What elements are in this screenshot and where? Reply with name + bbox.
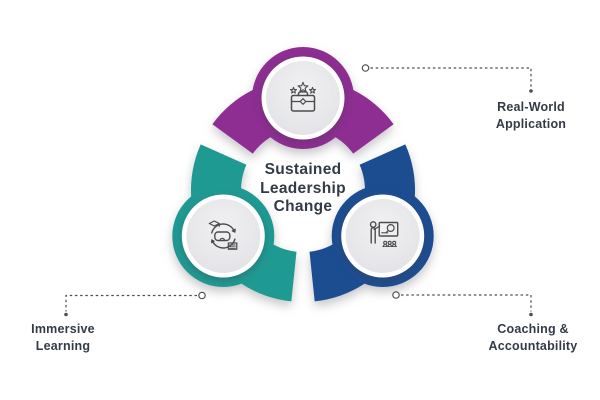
connector-end-dot: [529, 312, 533, 317]
center-title: Sustained Leadership Change: [260, 161, 346, 215]
magnifier-handle: [385, 229, 390, 233]
label-coaching-accountability: Coaching & Accountability: [488, 322, 578, 353]
briefcase-body: [290, 94, 316, 112]
star-center-icon: [297, 81, 309, 93]
connector-start-circle: [392, 291, 400, 299]
node-left-disc: [186, 199, 261, 273]
connector-start-circle: [361, 64, 370, 72]
graduation-cap-icon: [208, 220, 220, 227]
briefcase-stars-icon: [289, 81, 317, 112]
presenter-arm: [373, 225, 381, 231]
connector-end-dot: [529, 89, 533, 93]
magnifier-icon: [386, 224, 395, 233]
label-real-world-application: Real-World Application: [495, 100, 567, 131]
vr-goggles-nose-notch: [219, 237, 226, 242]
cycle-arrowhead-left: [211, 239, 215, 244]
cycle-arrowhead-right: [231, 228, 236, 233]
label-immersive-learning: Immersive Learning: [31, 322, 95, 353]
connector-dashed-line: [65, 294, 197, 312]
connector-coaching: [392, 291, 533, 317]
connector-start-circle: [198, 291, 206, 300]
connector-real-world: [361, 64, 533, 93]
vr-learning-cycle-icon: [208, 220, 238, 250]
node-top-disc: [266, 61, 340, 135]
briefcase-handle: [297, 91, 309, 97]
star-left-icon: [289, 86, 298, 94]
node-left: [181, 194, 265, 278]
connector-end-dot: [64, 312, 68, 317]
presentation-board: [378, 221, 399, 237]
briefcase-clasp: [299, 98, 307, 105]
connector-dashed-line: [401, 294, 532, 312]
star-right-icon: [308, 86, 317, 94]
cycle-arc-top: [211, 223, 235, 234]
cycle-arc-bottom: [212, 238, 236, 249]
book-pages-lines: [229, 244, 236, 250]
connector-dashed-line: [370, 67, 532, 88]
book-icon: [227, 242, 238, 250]
connector-immersive: [64, 291, 206, 317]
audience-figures: [382, 240, 397, 248]
node-top: [261, 56, 345, 140]
vr-goggles: [214, 231, 231, 242]
presenter-board-icon: [369, 221, 399, 248]
